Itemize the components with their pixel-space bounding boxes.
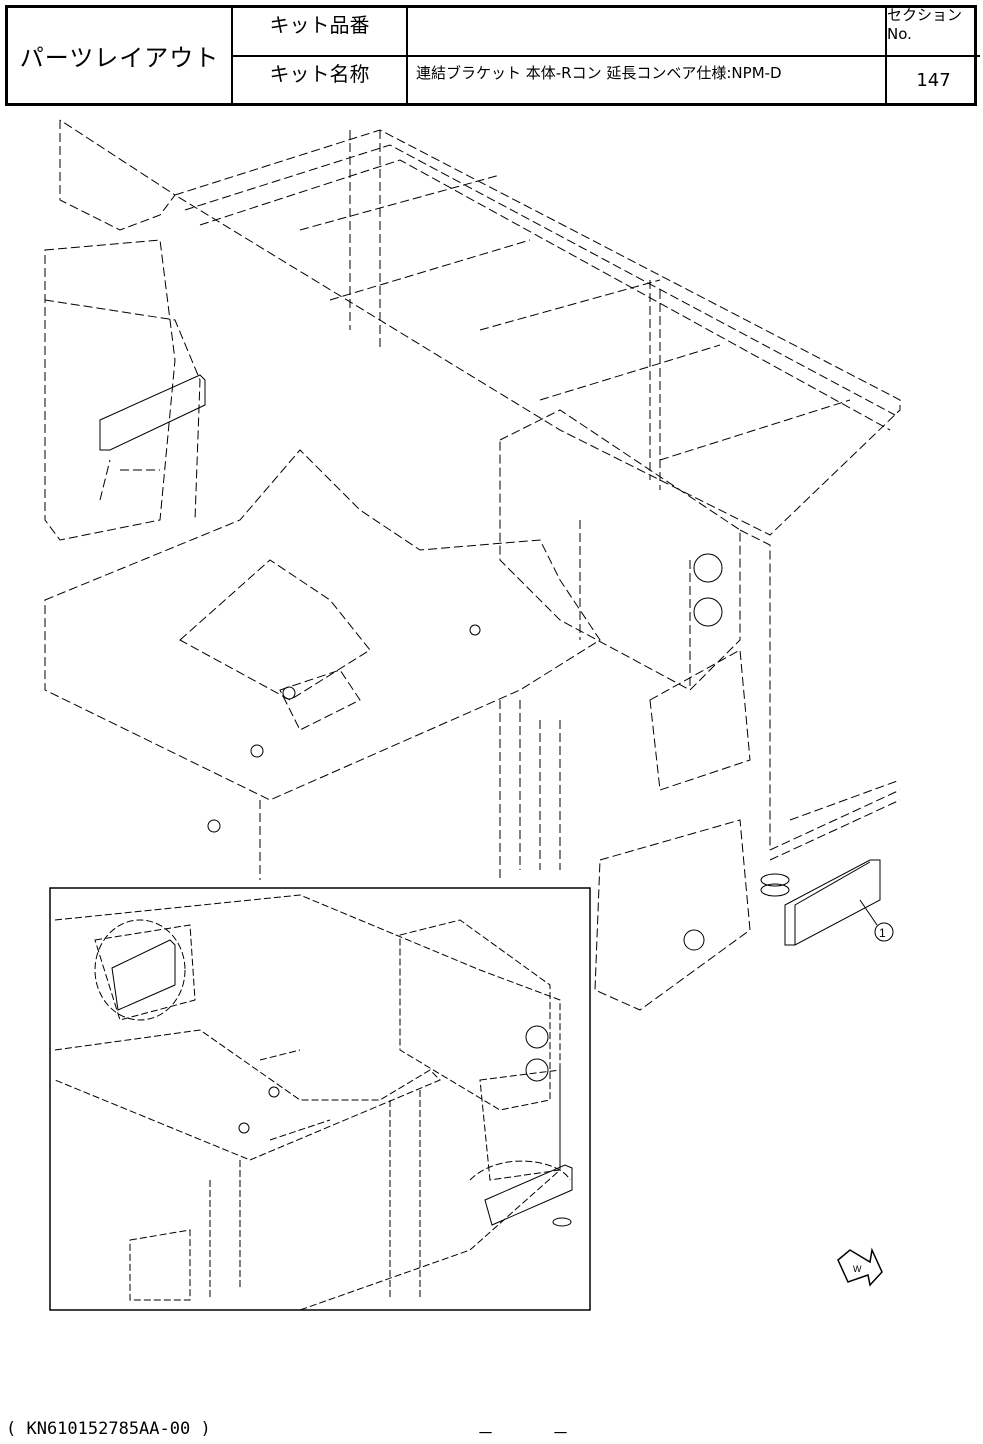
callout-number: 1 bbox=[879, 926, 886, 940]
header-table: パーツレイアウト キット品番 キット名称 連結ブラケット 本体-Rコン 延長コン… bbox=[5, 5, 977, 106]
parts-layout-drawing: 1 W bbox=[0, 115, 983, 1335]
direction-arrow-label: W bbox=[853, 1264, 862, 1274]
page-marker-right: － bbox=[552, 1419, 569, 1444]
direction-arrow-icon: W bbox=[838, 1250, 882, 1285]
kit-name-value: 連結ブラケット 本体-Rコン 延長コンベア仕様:NPM-D bbox=[408, 57, 885, 103]
frame-outline bbox=[175, 130, 900, 535]
section-label: セクションNo. bbox=[887, 8, 980, 38]
section-number: 147 bbox=[887, 57, 980, 103]
kit-number-label: キット品番 bbox=[233, 8, 406, 38]
document-code: ( KN610152785AA-00 ) bbox=[6, 1419, 211, 1439]
kit-name-label: キット名称 bbox=[233, 57, 406, 87]
detail-inset-frame bbox=[50, 888, 590, 1310]
page-title: パーツレイアウト bbox=[8, 8, 231, 103]
kit-number-value bbox=[408, 8, 885, 55]
page-marker-left: － bbox=[477, 1419, 494, 1444]
